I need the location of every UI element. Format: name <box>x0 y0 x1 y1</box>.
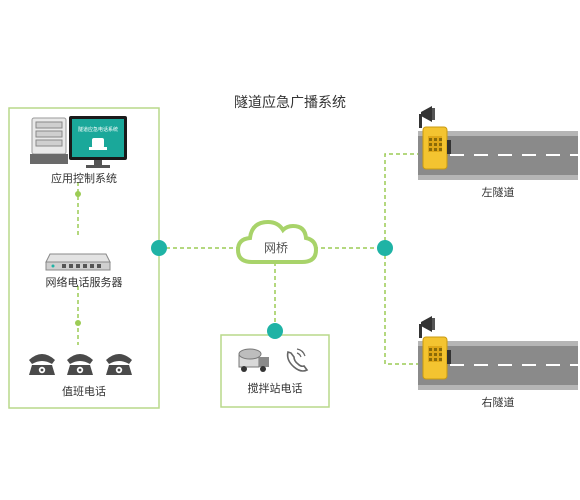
server-rack-icon <box>30 117 68 164</box>
diagram-title: 隧道应急广播系统 <box>234 95 346 111</box>
monitor-icon: 隧道应急电话系统 <box>69 116 127 168</box>
phone-server-icon <box>45 253 111 271</box>
link-left-tunnel <box>384 153 418 248</box>
handset-icon <box>286 348 309 372</box>
junction-nodes <box>75 191 393 339</box>
mixer-truck-icon <box>238 348 269 372</box>
junction-dot <box>75 320 81 326</box>
control-system-label: 应用控制系统 <box>51 172 117 185</box>
control-panel-box <box>8 107 160 409</box>
cloud-icon: 网桥 <box>235 219 319 264</box>
node-tunnel-split <box>377 240 393 256</box>
bridge-label: 网桥 <box>264 241 288 255</box>
node-control-panel <box>151 240 167 256</box>
emergency-phone-icon <box>422 336 451 380</box>
link-right-tunnel <box>384 248 418 365</box>
desk-phone-icons <box>29 354 132 375</box>
phone-icon <box>106 354 132 375</box>
monitor-screen-text: 隧道应急电话系统 <box>78 126 118 133</box>
junction-dot <box>75 191 81 197</box>
right-tunnel-label: 右隧道 <box>481 396 515 409</box>
node-mixing-station <box>267 323 283 339</box>
phone-icon <box>29 354 55 375</box>
left-tunnel-label: 左隧道 <box>481 186 515 199</box>
loudspeaker-icon <box>419 316 435 338</box>
left-tunnel-graphic <box>418 106 578 180</box>
mixing-station-box <box>220 334 330 408</box>
emergency-phone-icon <box>422 126 451 170</box>
right-tunnel-graphic <box>418 316 578 390</box>
duty-phone-label: 值班电话 <box>62 385 106 398</box>
phone-server-label: 网络电话服务器 <box>45 276 123 289</box>
mixing-station-label: 搅拌站电话 <box>247 382 303 395</box>
loudspeaker-icon <box>419 106 435 128</box>
phone-icon <box>67 354 93 375</box>
